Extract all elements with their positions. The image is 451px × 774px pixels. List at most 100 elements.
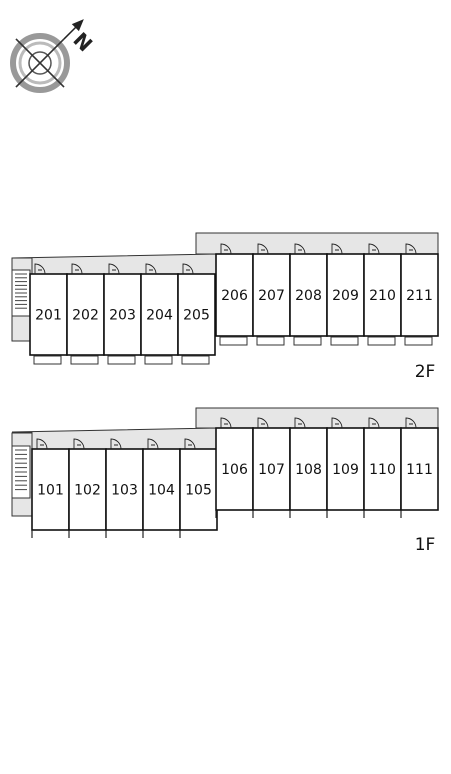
unit-room bbox=[215, 427, 254, 511]
unit-211: 211 bbox=[400, 243, 439, 346]
floor-label: 2F bbox=[415, 362, 436, 382]
unit-209: 209 bbox=[326, 243, 365, 346]
door-icon bbox=[71, 263, 83, 275]
unit-number: 204 bbox=[146, 308, 173, 324]
unit-number: 211 bbox=[406, 288, 433, 304]
compass-icon: N bbox=[10, 19, 97, 93]
unit-room bbox=[68, 448, 107, 531]
unit-room bbox=[66, 273, 105, 356]
unit-number: 202 bbox=[72, 308, 99, 324]
stairs bbox=[11, 445, 31, 499]
unit-110: 110 bbox=[363, 417, 402, 518]
balcony bbox=[256, 336, 285, 346]
unit-room bbox=[103, 273, 142, 356]
floor-label: 1F bbox=[415, 535, 436, 555]
unit-number: 103 bbox=[111, 483, 138, 499]
unit-number: 206 bbox=[221, 288, 248, 304]
unit-210: 210 bbox=[363, 243, 402, 346]
unit-room bbox=[326, 427, 365, 511]
balcony bbox=[404, 336, 433, 346]
door-icon bbox=[368, 417, 380, 429]
door-icon bbox=[110, 438, 122, 450]
unit-room bbox=[179, 448, 218, 531]
unit-room bbox=[363, 253, 402, 337]
door-icon bbox=[257, 417, 269, 429]
unit-room bbox=[400, 427, 439, 511]
unit-room bbox=[140, 273, 179, 356]
unit-204: 204 bbox=[140, 263, 179, 365]
unit-number: 101 bbox=[37, 483, 64, 499]
door-icon bbox=[294, 243, 306, 255]
door-icon bbox=[405, 243, 417, 255]
unit-room bbox=[29, 273, 68, 356]
door-icon bbox=[147, 438, 159, 450]
door-icon bbox=[34, 263, 46, 275]
door-icon bbox=[220, 417, 232, 429]
unit-number: 207 bbox=[258, 288, 285, 304]
balcony bbox=[107, 355, 136, 365]
unit-109: 109 bbox=[326, 417, 365, 518]
unit-206: 206 bbox=[215, 243, 254, 346]
unit-number: 210 bbox=[369, 288, 396, 304]
unit-number: 108 bbox=[295, 462, 322, 478]
unit-room bbox=[215, 253, 254, 337]
unit-number: 209 bbox=[332, 288, 359, 304]
door-icon bbox=[405, 417, 417, 429]
door-icon bbox=[368, 243, 380, 255]
balcony bbox=[219, 336, 248, 346]
balcony bbox=[33, 355, 62, 365]
unit-102: 102 bbox=[68, 438, 107, 538]
unit-room bbox=[177, 273, 216, 356]
unit-number: 105 bbox=[185, 483, 212, 499]
unit-number: 110 bbox=[369, 462, 396, 478]
unit-107: 107 bbox=[252, 417, 291, 518]
unit-number: 102 bbox=[74, 483, 101, 499]
door-icon bbox=[331, 243, 343, 255]
unit-103: 103 bbox=[105, 438, 144, 538]
door-icon bbox=[184, 438, 196, 450]
unit-number: 208 bbox=[295, 288, 322, 304]
unit-108: 108 bbox=[289, 417, 328, 518]
door-icon bbox=[182, 263, 194, 275]
unit-111: 111 bbox=[400, 417, 439, 518]
unit-205: 205 bbox=[177, 263, 216, 365]
unit-202: 202 bbox=[66, 263, 105, 365]
unit-room bbox=[326, 253, 365, 337]
unit-201: 201 bbox=[29, 263, 68, 365]
unit-106: 106 bbox=[215, 417, 254, 518]
door-icon bbox=[294, 417, 306, 429]
unit-104: 104 bbox=[142, 438, 181, 538]
unit-number: 104 bbox=[148, 483, 175, 499]
door-icon bbox=[108, 263, 120, 275]
unit-101: 101 bbox=[31, 438, 70, 538]
door-icon bbox=[145, 263, 157, 275]
unit-number: 106 bbox=[221, 462, 248, 478]
door-icon bbox=[220, 243, 232, 255]
unit-room bbox=[105, 448, 144, 531]
unit-208: 208 bbox=[289, 243, 328, 346]
unit-207: 207 bbox=[252, 243, 291, 346]
unit-105: 105 bbox=[179, 438, 218, 538]
door-icon bbox=[36, 438, 48, 450]
door-icon bbox=[73, 438, 85, 450]
unit-number: 203 bbox=[109, 308, 136, 324]
balcony bbox=[330, 336, 359, 346]
unit-room bbox=[400, 253, 439, 337]
unit-room bbox=[142, 448, 181, 531]
balcony bbox=[181, 355, 210, 365]
unit-number: 201 bbox=[35, 308, 62, 324]
balcony bbox=[144, 355, 173, 365]
door-icon bbox=[331, 417, 343, 429]
unit-room bbox=[31, 448, 70, 531]
unit-number: 205 bbox=[183, 308, 210, 324]
unit-room bbox=[289, 427, 328, 511]
door-icon bbox=[257, 243, 269, 255]
unit-room bbox=[252, 427, 291, 511]
balcony bbox=[367, 336, 396, 346]
compass-north-label: N bbox=[68, 28, 97, 57]
balcony bbox=[70, 355, 99, 365]
unit-number: 107 bbox=[258, 462, 285, 478]
unit-203: 203 bbox=[103, 263, 142, 365]
